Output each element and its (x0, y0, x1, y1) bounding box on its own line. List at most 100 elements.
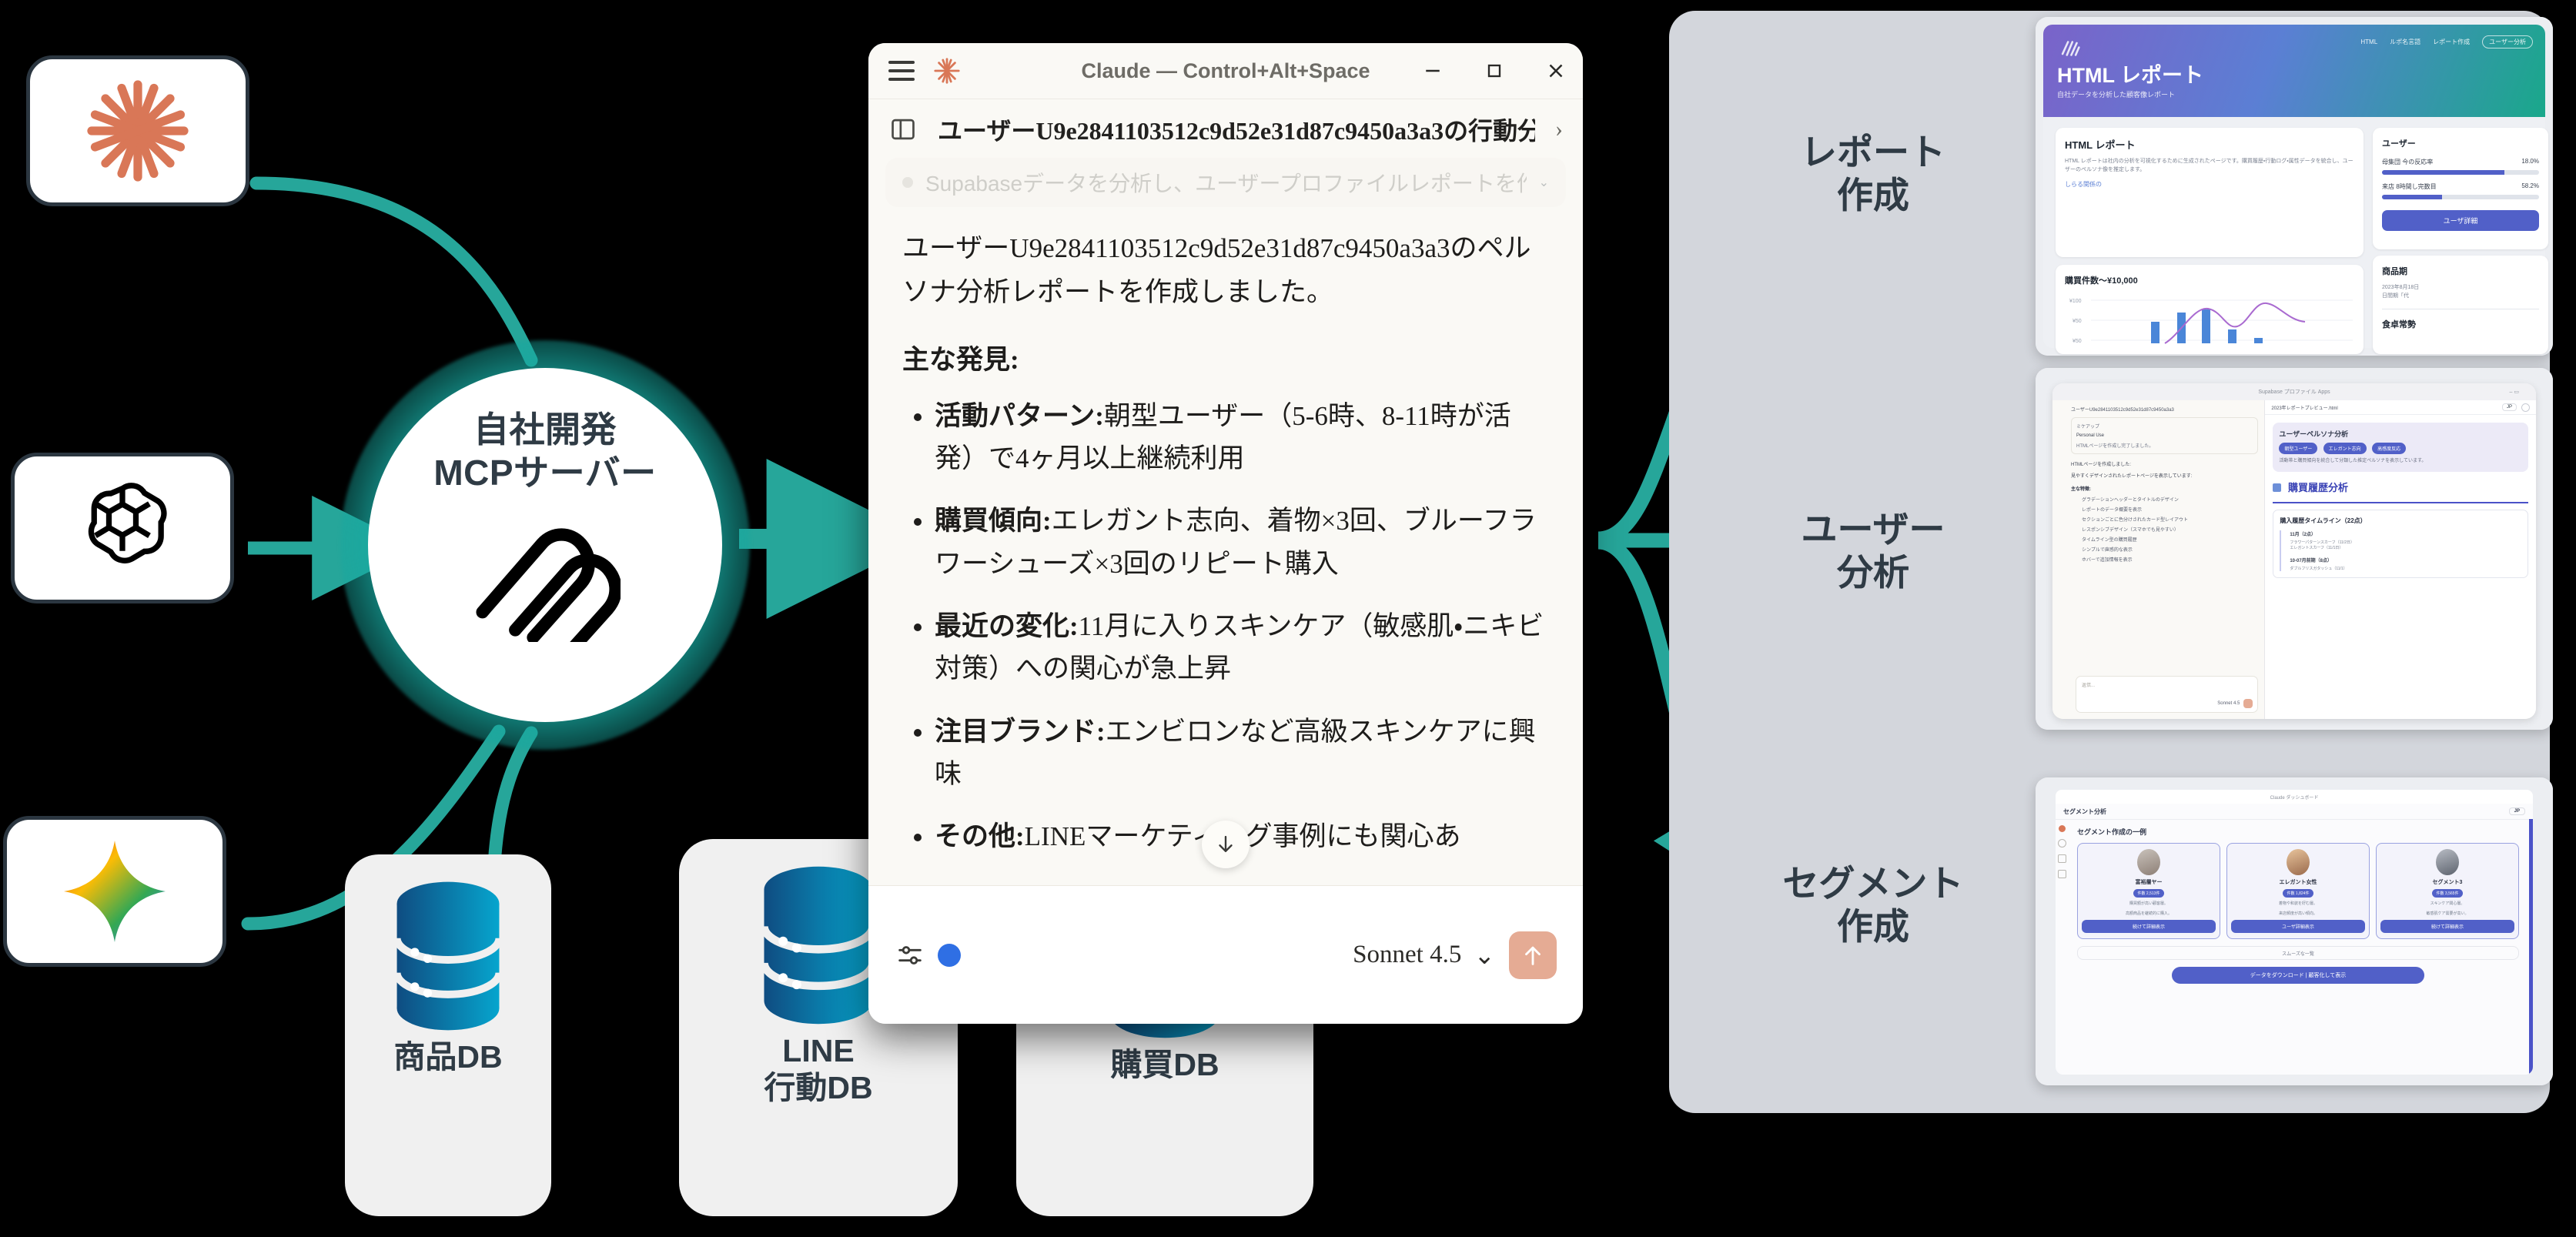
model-selector[interactable]: Sonnet 4.5 ⌄ (1353, 940, 1495, 971)
close-icon[interactable] (1543, 58, 1569, 84)
mcp-logo-icon (476, 528, 621, 643)
analysis-item-2[interactable]: HTMLページを作成し完了しました。 (2076, 444, 2154, 449)
analysis-send-button[interactable] (2243, 699, 2253, 708)
tool-use-row[interactable]: Supabaseデータを分析し、ユーザープロファイルレポートを作 ⌄ (885, 158, 1566, 207)
window-titlebar[interactable]: Claude — Control+Alt+Space (868, 43, 1583, 99)
outcome-2-line1: セグメント (1782, 863, 1964, 904)
db-label-1-line2: 行動DB (764, 1069, 873, 1105)
analysis-tl-0-item0: フラワーパターンスカーフ（11/2日） (2290, 540, 2354, 545)
analysis-tl-0-date: 11月（2点） (2290, 532, 2316, 537)
analysis-bullet-3: レスポンシブデザイン（スマホでも見やすい） (2082, 528, 2179, 533)
screenshot-segment[interactable]: Claude ダッシュボード セグメント分析 JP セグメント作成の一例 (2036, 777, 2553, 1085)
analysis-persona-box: ユーザーペルソナ分析 朝型ユーザー エレガント志向 高感度反応 活動帯と購買傾向… (2273, 423, 2528, 472)
segment-card-2-cta[interactable]: 続けて詳細表示 (2380, 920, 2514, 933)
screenshot-report[interactable]: HTML ルポ名言語 レポート作成 ユーザー分析 HTML レポート 自社データ… (2036, 17, 2553, 356)
segment-card-1-cta[interactable]: ユーザ詳細表示 (2231, 920, 2365, 933)
analysis-lang-select[interactable]: JP (2501, 403, 2517, 411)
analysis-h: 主な特徴: (2071, 487, 2091, 492)
maximize-icon[interactable] (1481, 58, 1507, 84)
analysis-persona-text: 活動帯と購買傾向を統合して分類した推定ペルソナを表示しています。 (2279, 459, 2427, 463)
report-card-link[interactable]: しらる関係の (2065, 181, 2102, 188)
segment-card-1-line2: 来店頻度が高い傾向。 (2278, 911, 2317, 916)
report-nav-2[interactable]: レポート作成 (2433, 38, 2471, 45)
minimize-icon[interactable] (1420, 58, 1446, 84)
report-nav-1[interactable]: ルポ名言語 (2390, 38, 2421, 45)
chevron-down-icon[interactable]: ⌄ (1538, 176, 1549, 189)
segment-card-0-line2: 高額商品を継続的に購入。 (2125, 911, 2172, 916)
scroll-to-bottom-button[interactable] (1202, 821, 1250, 868)
segment-card-1-tag: 件数 1,824件 (2282, 889, 2314, 898)
outcome-2-line2: 作成 (1837, 906, 1909, 948)
analysis-model[interactable]: Sonnet 4.5 (2217, 701, 2240, 706)
segment-card-0-cta[interactable]: 続けて詳細表示 (2082, 920, 2216, 933)
report-hero-title: HTML レポート (2057, 64, 2203, 87)
segment-card-0[interactable]: 富裕層ヤー 件数 2,513件 購買額が高い顧客層。 高額商品を継続的に購入。 … (2077, 843, 2220, 939)
list-item: 購買傾向:エレガント志向、着物×3回、ブルーフラワーシューズ×3回のリピート購入 (935, 500, 1549, 585)
analysis-item-1[interactable]: Personal Use (2076, 433, 2105, 438)
segment-card-1-name: エレガント女性 (2279, 880, 2317, 885)
outcome-1-line2: 分析 (1837, 552, 1909, 593)
provider-card-gemini[interactable] (3, 816, 226, 967)
db-card-0[interactable]: 商品DB (345, 854, 551, 1216)
analysis-window-title: Supabase プロファイル Apps – ▭ (2052, 383, 2536, 400)
provider-card-claude[interactable] (26, 55, 249, 206)
analysis-timeline-title: 購入履歴タイムライン（22点） (2280, 517, 2367, 524)
provider-card-openai[interactable] (11, 453, 234, 603)
segment-toolbar: セグメント分析 JP (2056, 804, 2533, 820)
segment-footer-note: スムーズな一覧 (2077, 946, 2519, 960)
analysis-tl-1-date: 10-07月前期（8点） (2290, 558, 2332, 563)
report-side-meta2: 日間期「代 (2382, 293, 2409, 299)
database-cylinder-icon (760, 866, 877, 1025)
analysis-p2: 見やすくデザインされたレポートページを表示しています: (2071, 474, 2193, 479)
segment-big-button[interactable]: データをダウンロード | 顧客化して表示 (2171, 967, 2425, 984)
report-side-card: ユーザー 母集団 今の反応率 18.0% 来店 8時間し完数目 58.2% ユー… (2373, 128, 2548, 249)
claude-desktop-window[interactable]: Claude — Control+Alt+Space ユーザーU9e284110… (868, 43, 1583, 1024)
mcp-server-hub[interactable]: 自社開発 MCPサーバー (368, 368, 722, 722)
report-side-button[interactable]: ユーザ詳細 (2382, 210, 2539, 231)
report-nav[interactable]: HTML ルポ名言語 レポート作成 ユーザー分析 (2360, 35, 2533, 48)
db-label-2-line1: 購買DB (1110, 1047, 1219, 1082)
bullet-3-text: エンビロンなど高級スキンケアに興味 (935, 716, 1536, 789)
segment-card-2-line2: 敏感肌ケア需要が高い。 (2426, 911, 2469, 916)
analysis-item-0[interactable]: ミケアップ (2076, 425, 2100, 430)
report-logo-icon (2061, 41, 2080, 56)
segment-card-2-name: セグメント3 (2432, 880, 2463, 885)
segment-lang-select[interactable]: JP (2508, 807, 2525, 815)
report-chart-card: 購買件数〜¥10,000 ¥100¥50¥50 (2056, 265, 2364, 354)
chevron-right-icon[interactable]: › (1555, 116, 1563, 142)
hub-title-line1: 自社開発 (473, 410, 617, 450)
report-nav-0[interactable]: HTML (2360, 38, 2378, 45)
db-label-0-line1: 商品DB (393, 1039, 503, 1075)
analysis-right-tab[interactable]: 2023年レポートプレビュー.html (2271, 406, 2338, 411)
analysis-bullet-1: レポートのデータ概要を表示 (2082, 508, 2143, 513)
hub-title: 自社開発 MCPサーバー (433, 408, 656, 494)
sliders-icon[interactable] (895, 940, 925, 971)
send-button[interactable] (1509, 931, 1557, 979)
screenshot-analysis[interactable]: Supabase プロファイル Apps – ▭ ユーザーU9e28411035… (2036, 368, 2553, 730)
analysis-breadcrumb: ユーザーU9e2841103512c9d52e31d87c9450a3a3 (2071, 408, 2174, 413)
segment-card-2[interactable]: セグメント3 件数 3,565件 スキンケア関心層。 敏感肌ケア需要が高い。 続… (2376, 843, 2519, 939)
hamburger-menu-icon[interactable] (888, 61, 915, 81)
analysis-refresh-icon[interactable] (2521, 403, 2530, 412)
segment-section-title: セグメント作成の一例 (2077, 828, 2147, 836)
segment-card-1[interactable]: エレガント女性 件数 1,824件 着物や和装を好む層。 来店頻度が高い傾向。 … (2226, 843, 2370, 939)
segment-card-2-line1: スキンケア関心層。 (2430, 901, 2465, 906)
breadcrumb[interactable]: ユーザーU9e2841103512c9d52e31d87c9450a3a3の行動… (868, 99, 1583, 153)
analysis-p1: HTMLページを作成しました: (2071, 463, 2131, 467)
analysis-input[interactable]: 返信... (2082, 684, 2096, 688)
report-card-title: HTML レポート (2065, 139, 2136, 151)
db-label-1-line1: LINE (782, 1033, 855, 1068)
connector-badge-icon[interactable] (938, 943, 961, 967)
report-hero: HTML ルポ名言語 レポート作成 ユーザー分析 HTML レポート 自社データ… (2043, 25, 2545, 123)
segment-card-0-tag: 件数 2,513件 (2133, 889, 2165, 898)
bullet-2-label: 最近の変化: (935, 611, 1079, 642)
database-cylinder-icon (393, 881, 503, 1031)
composer-bar[interactable]: Sonnet 4.5 ⌄ (868, 885, 1583, 1024)
sidebar-toggle-icon[interactable] (888, 115, 918, 144)
segment-left-rail[interactable] (2056, 819, 2068, 1075)
openai-knot-icon (88, 483, 167, 563)
segment-scrollbar[interactable] (2529, 819, 2533, 1075)
report-side-meta1: 2023年8月18日 (2382, 285, 2420, 290)
report-nav-pill[interactable]: ユーザー分析 (2482, 35, 2533, 48)
outcome-1-line1: ユーザー (1801, 509, 1945, 550)
